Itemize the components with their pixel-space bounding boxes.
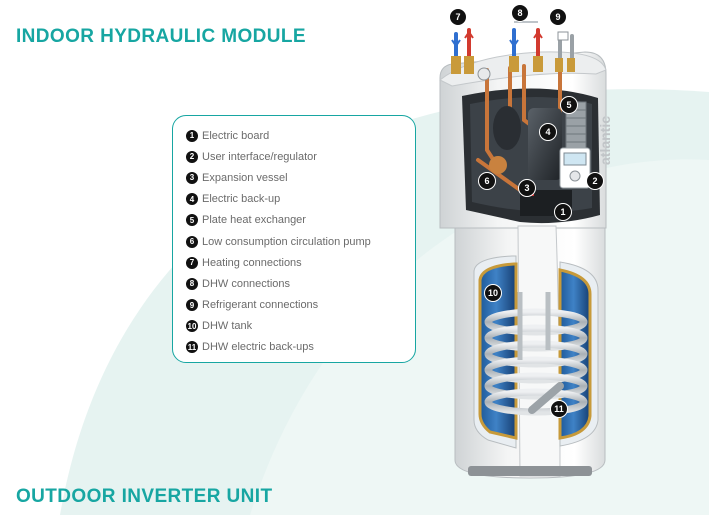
legend-number: 10 [186, 320, 198, 333]
legend-item-circulation-pump: 6 Low consumption circulation pump [186, 231, 415, 252]
brand-logo: atlantic [597, 116, 613, 165]
callout-circulation-pump: 6 [478, 172, 496, 190]
legend-number: 6 [186, 235, 198, 248]
indoor-module-heading: INDOOR HYDRAULIC MODULE [16, 26, 306, 47]
outdoor-unit-heading: OUTDOOR INVERTER UNIT [16, 486, 273, 507]
legend-label: DHW electric back-ups [202, 341, 314, 354]
legend-label: User interface/regulator [202, 150, 317, 163]
legend-number: 2 [186, 150, 198, 163]
legend-number: 1 [186, 129, 198, 142]
legend-number: 4 [186, 193, 198, 206]
legend-label: Electric board [202, 129, 270, 142]
legend-item-user-interface: 2 User interface/regulator [186, 146, 415, 167]
legend-item-electric-back-up: 4 Electric back-up [186, 189, 415, 210]
legend-item-expansion-vessel: 3 Expansion vessel [186, 167, 415, 188]
legend-label: Expansion vessel [202, 171, 288, 184]
legend-label: Heating connections [202, 256, 302, 269]
legend-label: Plate heat exchanger [202, 214, 306, 227]
legend-number: 7 [186, 256, 198, 269]
callout-dhw-connections: 8 [511, 4, 529, 22]
legend-item-electric-board: 1 Electric board [186, 125, 415, 146]
legend-label: Low consumption circulation pump [202, 235, 371, 248]
legend-label: Refrigerant connections [202, 299, 319, 312]
legend-number: 11 [186, 341, 198, 354]
legend-label: DHW connections [202, 277, 291, 290]
legend-number: 8 [186, 277, 198, 290]
legend-number: 5 [186, 214, 198, 227]
legend-label: Electric back-up [202, 193, 281, 206]
legend-item-dhw-connections: 8 DHW connections [186, 273, 415, 294]
legend-label: DHW tank [202, 320, 253, 333]
callout-plate-heat-exchanger: 5 [560, 96, 578, 114]
callout-electric-board: 1 [554, 203, 572, 221]
legend-item-plate-heat-exchanger: 5 Plate heat exchanger [186, 210, 415, 231]
callout-electric-back-up: 4 [539, 123, 557, 141]
legend-item-dhw-tank: 10 DHW tank [186, 316, 415, 337]
callout-dhw-tank: 10 [484, 284, 502, 302]
callout-dhw-electric-back-ups: 11 [550, 400, 568, 418]
legend-number: 3 [186, 171, 198, 184]
legend-item-dhw-electric-back-ups: 11 DHW electric back-ups [186, 337, 415, 358]
legend-item-refrigerant-connections: 9 Refrigerant connections [186, 295, 415, 316]
callout-refrigerant-connections: 9 [549, 8, 567, 26]
legend-number: 9 [186, 299, 198, 312]
legend-item-heating-connections: 7 Heating connections [186, 252, 415, 273]
callout-heating-connections: 7 [449, 8, 467, 26]
callout-expansion-vessel: 3 [518, 179, 536, 197]
callout-user-interface: 2 [586, 172, 604, 190]
component-legend: 1 Electric board 2 User interface/regulato… [172, 115, 416, 363]
